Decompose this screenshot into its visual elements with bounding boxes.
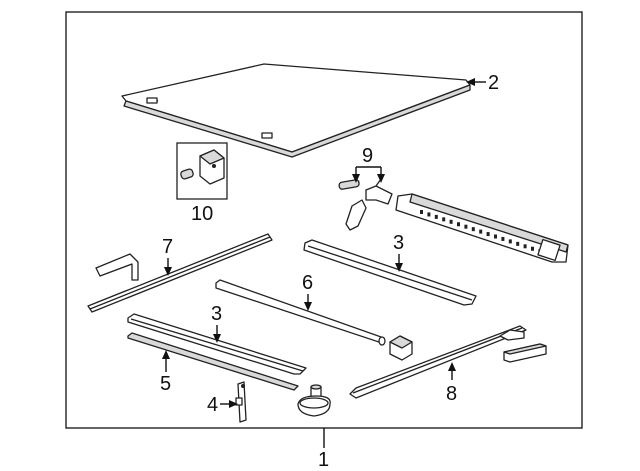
callout-8: 8 bbox=[446, 362, 457, 405]
rail-hole bbox=[434, 214, 438, 219]
callout-3-upper-label: 3 bbox=[393, 232, 404, 254]
rail-hole bbox=[531, 246, 534, 251]
part-6-rod[interactable] bbox=[215, 279, 386, 346]
callout-4: 4 bbox=[207, 394, 238, 416]
rail-hole bbox=[471, 227, 475, 232]
callout-6: 6 bbox=[302, 272, 313, 311]
callout-2-label: 2 bbox=[488, 72, 499, 94]
callout-3-upper: 3 bbox=[393, 232, 404, 272]
rail-hole bbox=[457, 222, 460, 227]
part-3-lower-rail[interactable] bbox=[127, 313, 307, 375]
part-4-pin[interactable] bbox=[235, 381, 247, 423]
callout-1: 1 bbox=[318, 428, 329, 471]
part-8-clamp-rail[interactable] bbox=[349, 325, 527, 399]
rail-hole bbox=[486, 232, 490, 237]
rail-hole bbox=[427, 212, 431, 217]
callout-6-label: 6 bbox=[302, 272, 313, 294]
callout-7-label: 7 bbox=[162, 236, 173, 258]
callout-4-label: 4 bbox=[207, 394, 218, 416]
callout-2: 2 bbox=[466, 72, 499, 94]
rail-hole bbox=[523, 244, 527, 249]
callout-3-lower: 3 bbox=[211, 303, 222, 343]
part-1-end-block[interactable] bbox=[389, 335, 413, 361]
part-7-bracket[interactable] bbox=[87, 233, 273, 313]
callout-9: 9 bbox=[352, 145, 385, 183]
part-1-side-rail[interactable] bbox=[395, 193, 569, 263]
part-3-upper-rail[interactable] bbox=[303, 239, 477, 306]
callout-1-label: 1 bbox=[318, 449, 329, 471]
callout-5: 5 bbox=[160, 350, 171, 395]
rail-hole bbox=[464, 224, 468, 229]
rail-hole bbox=[508, 239, 512, 244]
rail-hole bbox=[442, 217, 446, 222]
rail-hole bbox=[494, 234, 497, 239]
callout-8-label: 8 bbox=[446, 383, 457, 405]
part-5-seal-strip[interactable] bbox=[127, 332, 299, 391]
rail-hole bbox=[479, 229, 483, 234]
callout-10: 10 bbox=[191, 203, 213, 225]
callout-10-label: 10 bbox=[191, 203, 213, 225]
part-2-tonneau-cover[interactable] bbox=[121, 63, 471, 158]
rail-hole bbox=[449, 219, 453, 224]
part-9-latch-hardware[interactable] bbox=[338, 178, 393, 231]
part-1-small-bracket[interactable] bbox=[503, 343, 547, 363]
rail-hole bbox=[501, 236, 505, 241]
rail-hole bbox=[420, 210, 423, 214]
callout-7: 7 bbox=[162, 236, 173, 276]
part-10-clip-kit[interactable] bbox=[176, 142, 228, 200]
part-1-knob[interactable] bbox=[297, 384, 331, 417]
callout-3-lower-label: 3 bbox=[211, 303, 222, 325]
callout-5-label: 5 bbox=[160, 373, 171, 395]
callout-9-label: 9 bbox=[362, 145, 373, 167]
rail-hole bbox=[516, 241, 520, 246]
